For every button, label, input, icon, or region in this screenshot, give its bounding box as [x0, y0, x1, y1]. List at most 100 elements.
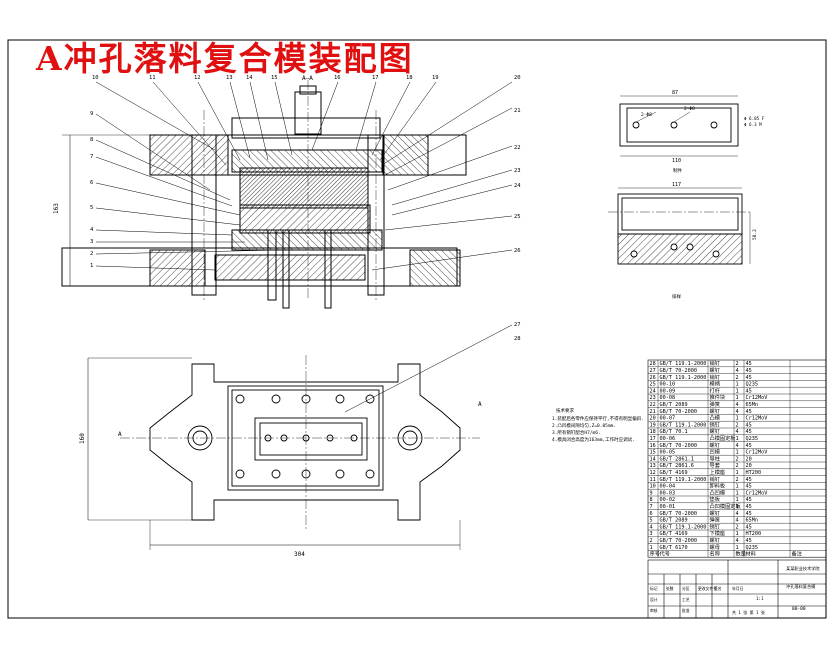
svg-text:工艺: 工艺 — [682, 597, 690, 602]
bom-cell: 2 — [736, 524, 739, 530]
leader-lines — [95, 81, 513, 413]
bom-cell: GB/T 70.1 — [660, 429, 688, 435]
upper-top-block — [231, 117, 381, 139]
hole-callout-b: 2-Φ8 — [684, 106, 695, 112]
bom-cell: 7 — [650, 504, 653, 510]
bom-cell: Cr12MoV — [746, 490, 768, 496]
bom-cell: 24 — [650, 388, 656, 394]
bom-header-cell: 数量 — [736, 550, 746, 558]
bom-cell: 12 — [650, 470, 656, 476]
bom-cell: 1 — [736, 497, 739, 503]
bom-cell: 15 — [650, 450, 656, 456]
bom-cell: 27 — [650, 368, 656, 374]
bom-cell: Q235 — [746, 545, 759, 551]
balloon-16: 16 — [334, 75, 341, 81]
bom-cell: 45 — [746, 375, 752, 381]
bom-cell: 13 — [650, 463, 656, 469]
bom-cell: 45 — [746, 368, 752, 374]
bom-cell: 1 — [736, 450, 739, 456]
bom-cell: GB/T 2089 — [660, 518, 688, 524]
bom-cell: GB/T 119.1-2000 — [660, 375, 707, 381]
lower-plate-hatch-right — [409, 249, 461, 287]
bom-cell: 2 — [736, 375, 739, 381]
svg-text:设计: 设计 — [650, 597, 658, 602]
balloon-15: 15 — [271, 75, 278, 81]
bom-cell: 销钉 — [710, 373, 720, 381]
section-label: A—A — [302, 75, 313, 82]
svg-text:标记: 标记 — [650, 586, 658, 591]
bom-cell: 2 — [650, 538, 653, 544]
bom-header-cell: 备注 — [792, 550, 802, 558]
bom-cell: 销钉 — [710, 420, 720, 428]
bom-cell: 00-06 — [660, 436, 676, 442]
balloon-21: 21 — [514, 108, 521, 114]
bom-cell: GB/T 70-2000 — [660, 409, 697, 415]
bom-cell: 20 — [746, 463, 752, 469]
bom-cell: 销钉 — [710, 359, 720, 367]
bom-cell: GB/T 70-2000 — [660, 368, 697, 374]
balloon-18: 18 — [406, 75, 413, 81]
front-section-view: 163 A—A — [53, 75, 513, 413]
balloon-14: 14 — [246, 75, 253, 81]
bom-cell: 45 — [746, 443, 752, 449]
strip-caption: 排样 — [672, 293, 681, 300]
balloon-3: 3 — [90, 239, 93, 245]
bom-cell: 16 — [650, 443, 656, 449]
svg-text:3.所有销钉配合H7/m6.: 3.所有销钉配合H7/m6. — [552, 429, 601, 436]
svg-text:审核: 审核 — [650, 608, 658, 613]
bom-cell: 00-04 — [660, 484, 676, 490]
balloon-7: 7 — [90, 154, 93, 160]
bom-cell: GB/T 119.1-2000 — [660, 477, 707, 483]
drawing-title: A冲孔落料复合模装配图 — [36, 39, 414, 78]
bom-cell: 4 — [736, 538, 739, 544]
dim-strip-height: 58.2 — [752, 229, 758, 240]
bom-cell: 凸模固定板 — [710, 434, 737, 442]
bom-cell: 1 — [736, 490, 739, 496]
bom-cell: 2 — [736, 361, 739, 367]
bom-cell: 21 — [650, 409, 656, 415]
bom-cell: GB/T 4169 — [660, 531, 688, 537]
bom-cell: 弹簧 — [710, 400, 720, 408]
bom-cell: Q235 — [746, 436, 759, 442]
bom-cell: Cr12MoV — [746, 416, 768, 422]
bom-cell: GB/T 119.1-2000 — [660, 524, 707, 530]
bom-cell: 19 — [650, 422, 656, 428]
bom-cell: 4 — [736, 402, 739, 408]
title-block-sheet: 共 1 张 第 1 张 — [732, 609, 765, 615]
bom-cell: 00-02 — [660, 497, 676, 503]
bom-cell: 2 — [736, 463, 739, 469]
part-view — [619, 95, 739, 157]
bom-cell: 45 — [746, 538, 752, 544]
punch-holder-block — [239, 167, 369, 209]
die-plate — [231, 229, 383, 251]
svg-text:更改文件号: 更改文件号 — [698, 586, 717, 591]
balloon-9: 9 — [90, 111, 93, 117]
lower-pin-2 — [282, 229, 290, 309]
balloon-19: 19 — [432, 75, 439, 81]
bom-cell: 45 — [746, 429, 752, 435]
strip-layout-view — [608, 187, 751, 265]
svg-text:分区: 分区 — [682, 586, 690, 591]
svg-text:2.凸凹模间隙均匀,Z=0.05mm.: 2.凸凹模间隙均匀,Z=0.05mm. — [552, 422, 616, 429]
bom-cell: 2 — [736, 422, 739, 428]
dim-plan-height: 160 — [79, 433, 86, 444]
svg-text:技术要求: 技术要求 — [556, 407, 574, 414]
tech-requirements: 技术要求 1.装配后各零件应保持平行,不得有明显偏斜. 2.凸凹模间隙均匀,Z=… — [552, 407, 644, 443]
bom-cell: 推件块 — [710, 393, 726, 401]
bom-cell: 20 — [746, 456, 752, 462]
lower-pin-3 — [324, 229, 332, 309]
balloon-6: 6 — [90, 180, 93, 186]
balloon-labels: 10 11 12 13 14 15 16 17 18 19 20 21 22 2… — [90, 75, 521, 342]
balloon-11: 11 — [149, 75, 156, 81]
balloon-2: 2 — [90, 251, 93, 257]
bom-cell: Cr12MoV — [746, 395, 768, 401]
bom-cell: 28 — [650, 361, 656, 367]
bom-cell: 垫板 — [710, 495, 721, 503]
bom-cell: 00-08 — [660, 395, 676, 401]
title-block-school: 某某职业技术学院 — [786, 565, 820, 572]
bom-cell: 45 — [746, 361, 752, 367]
bom-cell: 1 — [736, 484, 739, 490]
dim-front-height: 163 — [53, 203, 60, 214]
